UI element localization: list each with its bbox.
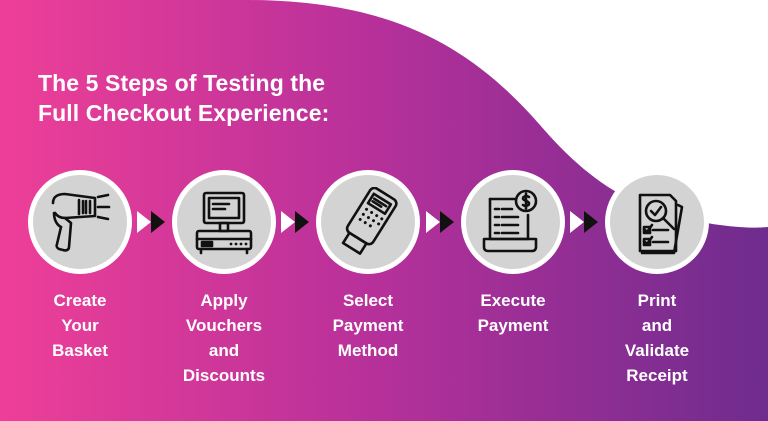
chevron-right-icon — [426, 211, 454, 233]
step-3-label: Select Payment Method — [332, 291, 404, 360]
page-title: The 5 Steps of Testing the Full Checkout… — [38, 68, 329, 128]
step-4-label: Execute Payment — [477, 291, 549, 335]
barcode-scanner-icon — [51, 192, 111, 252]
step-4-circle — [461, 170, 565, 274]
step-3-circle — [316, 170, 420, 274]
step-2-circle — [172, 170, 276, 274]
step-1-circle — [28, 170, 132, 274]
step-5-circle — [605, 170, 709, 274]
step-2-label: Apply Vouchers and Discounts — [182, 291, 266, 385]
chevron-right-icon — [570, 211, 598, 233]
step-1-label: Create Your Basket — [52, 291, 108, 360]
step-5-label: Print and Validate Receipt — [624, 291, 690, 385]
title-line-1: The 5 Steps of Testing the — [38, 70, 326, 96]
receipt-validation-icon — [638, 193, 684, 255]
chevron-right-icon — [137, 211, 165, 233]
pos-register-icon — [195, 191, 253, 255]
title-line-2: Full Checkout Experience: — [38, 100, 330, 126]
chevron-right-icon — [281, 211, 309, 233]
card-terminal-icon — [341, 187, 398, 255]
invoice-payment-icon — [482, 189, 538, 253]
